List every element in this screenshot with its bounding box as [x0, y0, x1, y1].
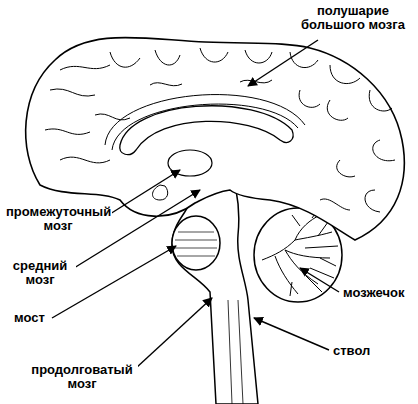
part-label: полушарие большого мозга [292, 3, 414, 34]
part-label: продолговатый мозг [26, 362, 138, 393]
cord-lines [228, 300, 243, 404]
thalamus [168, 150, 212, 176]
pons [172, 216, 220, 270]
part-label: мост [12, 310, 47, 326]
leader-line [300, 268, 339, 292]
pituitary [153, 185, 168, 200]
part-label: мозжечок [341, 285, 406, 301]
gyri [45, 48, 395, 212]
corpus-callosum [120, 106, 293, 155]
leader-line [248, 40, 318, 86]
part-label: ствол [331, 343, 372, 359]
cingulate [105, 95, 305, 150]
part-label: средний мозг [4, 258, 76, 289]
leader-line [254, 318, 329, 350]
leader-line [110, 170, 180, 214]
part-label: промежуточный мозг [4, 204, 112, 235]
leader-line [136, 298, 212, 368]
pons-fibres [175, 232, 217, 256]
brainstem [172, 190, 258, 404]
